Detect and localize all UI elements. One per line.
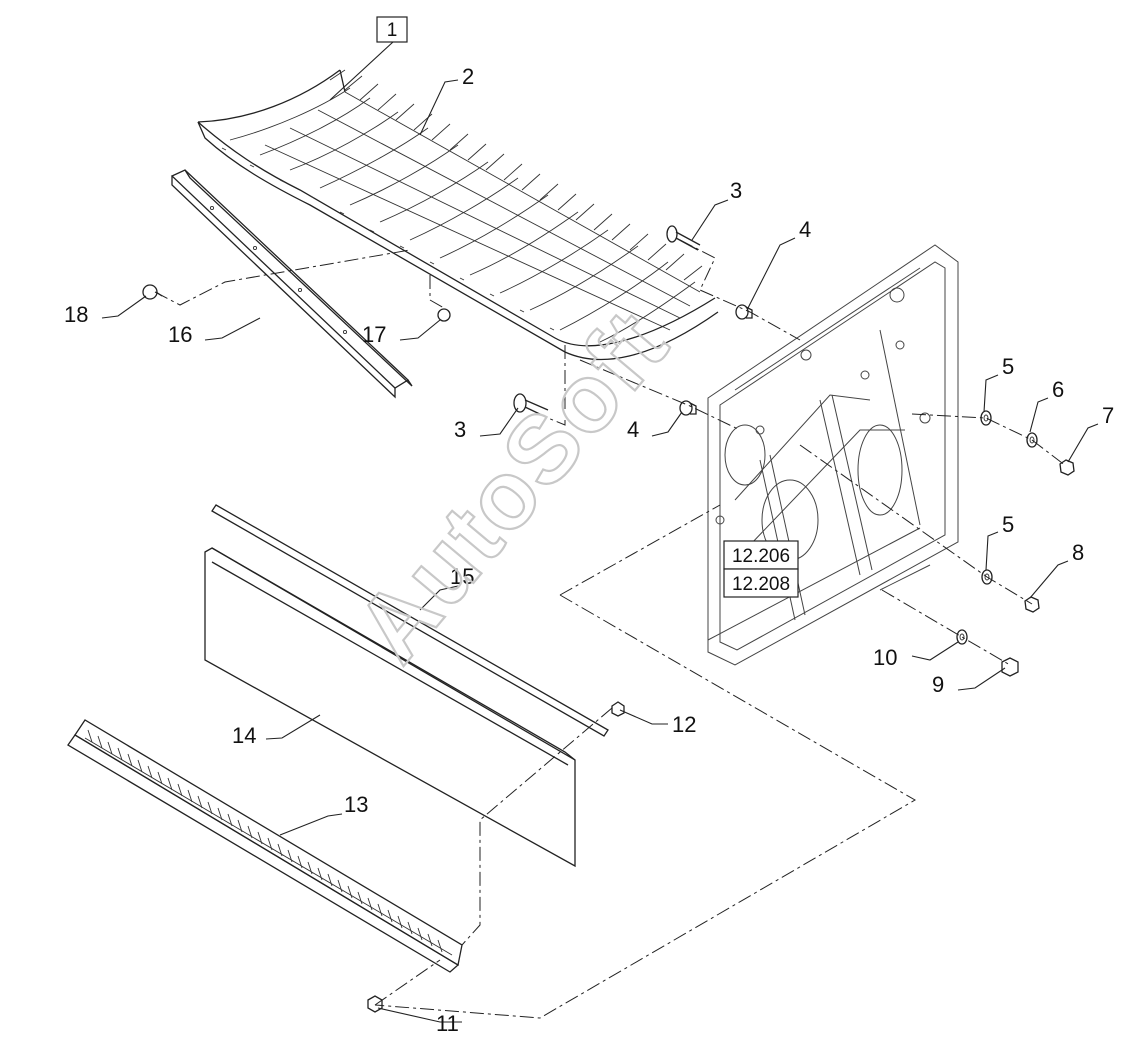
flat-panel (204, 547, 576, 868)
callout-10: 10 (873, 645, 897, 670)
callout-13: 13 (344, 792, 368, 817)
grate-assembly (197, 69, 719, 361)
callout-11: 11 (436, 1011, 459, 1036)
bolt-18 (142, 284, 163, 300)
thin-strip (211, 504, 609, 737)
callout-5-upper: 5 (1002, 354, 1014, 379)
callout-2: 2 (462, 64, 474, 89)
reference-boxes: 12.206 12.208 (723, 540, 799, 598)
angle-bar (170, 169, 413, 399)
callout-14: 14 (232, 723, 256, 748)
leader-lines (101, 41, 1099, 1023)
callout-5-lower: 5 (1002, 512, 1014, 537)
ref-box-b (723, 568, 799, 598)
nut-7 (1059, 459, 1075, 476)
callout-1: 1 (387, 20, 398, 41)
callout-box-1 (376, 16, 408, 43)
bolt-3-upper (666, 225, 701, 251)
nut-8 (1024, 596, 1040, 613)
washer-10 (956, 629, 968, 645)
bolt-17 (437, 308, 451, 322)
bolt-9 (1001, 657, 1019, 677)
washer-5-upper (980, 410, 992, 426)
bolt-3-lower (513, 393, 549, 418)
callout-4-upper: 4 (799, 217, 811, 242)
callout-17: 17 (362, 322, 386, 347)
ref-label-a: 12.206 (732, 546, 790, 567)
callout-12: 12 (672, 712, 696, 737)
callout-18: 18 (64, 302, 88, 327)
bushing-4-lower (679, 400, 697, 416)
watermark-text: AutoSoft (336, 290, 689, 681)
bolt-11 (367, 995, 383, 1013)
center-lines (154, 239, 1067, 1019)
callout-16: 16 (168, 322, 192, 347)
callout-8: 8 (1072, 540, 1084, 565)
bushing-4-upper (735, 304, 753, 320)
ref-label-b: 12.208 (732, 574, 790, 595)
callout-4-lower: 4 (627, 417, 639, 442)
callout-labels: 1 2 3 3 4 4 5 5 6 7 8 9 10 11 12 13 14 1… (64, 16, 1114, 1036)
callout-7: 7 (1102, 403, 1114, 428)
callout-15: 15 (450, 564, 474, 589)
nut-12 (611, 701, 625, 717)
hardware (142, 225, 1075, 1013)
callout-3-upper: 3 (730, 178, 742, 203)
callout-3-lower: 3 (454, 417, 466, 442)
callout-9: 9 (932, 672, 944, 697)
callout-6: 6 (1052, 377, 1064, 402)
side-frame-panel (707, 244, 959, 666)
